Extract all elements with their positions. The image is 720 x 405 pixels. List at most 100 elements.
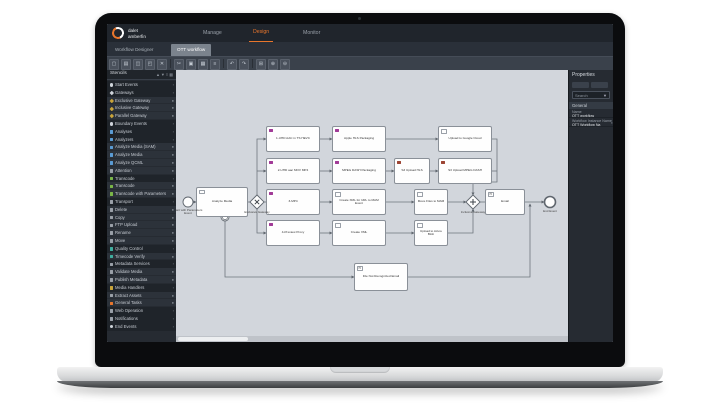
task-label: 4-Preview Proxy — [281, 230, 305, 235]
task-email[interactable]: ✉Email — [485, 189, 525, 215]
end-event-label: End Event — [543, 209, 557, 213]
task-task-icon — [198, 189, 205, 194]
workflow-canvas[interactable]: Analyze Media 1-UHD AAC in TS HEVC Apple H… — [176, 70, 568, 342]
task-file-not-recognized-email[interactable]: ✉File Not Recognized Email — [354, 263, 408, 291]
paste-icon[interactable]: ▦ — [198, 59, 208, 70]
properties-view-chip-2[interactable] — [591, 82, 608, 88]
sidebar-item-analyze-media-sam-[interactable]: Analyze Media (SAM)● — [107, 143, 176, 152]
stencils-filter-icons[interactable]: ▲▼≡▦ — [155, 71, 174, 77]
copy-icon[interactable]: ▣ — [186, 59, 196, 70]
sidebar-item-boundary-events[interactable]: Boundary Events› — [107, 119, 176, 128]
cut-icon[interactable]: ✂ — [174, 59, 184, 70]
task-apple-hls-packaging[interactable]: Apple HLS Packaging — [332, 126, 386, 152]
sidebar-item-end-events[interactable]: End Events› — [107, 322, 176, 331]
category-icon — [109, 200, 114, 204]
nav-manage[interactable]: Manage — [203, 30, 222, 36]
task-s3-upload-mpeg-dash[interactable]: S3 Upload MPEG DASH — [438, 158, 492, 184]
end-event[interactable] — [543, 195, 557, 209]
task-preview-proxy[interactable]: 4-Preview Proxy — [266, 220, 320, 246]
item-badge-icon: ● — [171, 237, 174, 243]
sidebar-item-parallel-gateway[interactable]: Parallel Gateway● — [107, 112, 176, 120]
sidebar-item-quality-control[interactable]: Quality Control› — [107, 244, 176, 253]
sidebar-item-rename[interactable]: Rename● — [107, 229, 176, 237]
sidebar-item-general-tasks[interactable]: General Tasks● — [107, 299, 176, 308]
sidebar-item-media-handlers[interactable]: Media Handlers› — [107, 283, 176, 292]
new-icon[interactable]: ▢ — [109, 59, 119, 70]
task-create-xml-url-mam[interactable]: Create XML for URL to MAM Event — [332, 189, 386, 215]
sidebar-item-ftp-upload[interactable]: FTP Upload● — [107, 221, 176, 230]
task-analyze-media[interactable]: Analyze Media — [196, 187, 248, 217]
task-create-xml[interactable]: Create XML — [332, 220, 386, 246]
nav-design[interactable]: Design — [249, 24, 274, 42]
stencil-icon — [109, 98, 114, 103]
start-event[interactable] — [182, 196, 194, 208]
sequence-flow — [256, 137, 267, 195]
sidebar-item-analyze-media[interactable]: Analyze Media● — [107, 151, 176, 159]
redo-icon[interactable]: ↷ — [239, 59, 249, 70]
sidebar-item-analyzers[interactable]: Analyzers› — [107, 135, 176, 144]
sidebar-item-inclusive-gateway[interactable]: Inclusive Gateway● — [107, 104, 176, 113]
sidebar-item-delete[interactable]: Delete● — [107, 205, 176, 214]
chevron-right-icon: › — [172, 82, 174, 87]
stencil-label: Transcode — [115, 175, 135, 181]
open-icon[interactable]: ▤ — [121, 59, 131, 70]
category-icon — [109, 285, 114, 290]
task-upload-azure-blob[interactable]: Upload to Azure Blob — [414, 220, 448, 246]
stencil-label: Attention — [115, 167, 132, 173]
undo-icon[interactable]: ↶ — [227, 59, 237, 70]
envelope-task-icon: ✉ — [487, 191, 494, 198]
save-icon[interactable]: ◫ — [133, 59, 143, 70]
sidebar-item-validate-media[interactable]: Validate Media● — [107, 268, 176, 276]
canvas-horizontal-scrollbar[interactable] — [176, 336, 568, 342]
sidebar-item-transcode[interactable]: Transcode› — [107, 174, 176, 183]
join-gateway-label: Inclusive Gateway — [460, 210, 486, 214]
task-move-files-to-mam[interactable]: Move Files to MAM — [414, 189, 448, 215]
sidebar-item-start-events[interactable]: Start Events› — [107, 81, 176, 89]
tab-ott-workflow[interactable]: OTT workflow — [171, 44, 212, 56]
sidebar-item-notifications[interactable]: Notifications› — [107, 314, 176, 323]
stencil-icon — [109, 168, 114, 173]
properties-view-chip-1[interactable] — [572, 82, 589, 88]
diagram-nodes: Analyze Media 1-UHD AAC in TS HEVC Apple H… — [176, 70, 568, 342]
chevron-right-icon: › — [172, 198, 174, 204]
task-upload-google-cloud[interactable]: Upload to Google Cloud — [438, 126, 492, 152]
sidebar-item-analyses[interactable]: Analyses› — [107, 127, 176, 136]
zoom-out-icon[interactable]: ⊖ — [280, 59, 290, 70]
sidebar-item-web-operation[interactable]: Web Operation› — [107, 307, 176, 315]
grid-icon[interactable]: ⊞ — [256, 59, 266, 70]
sidebar-item-publish-metadata[interactable]: Publish Metadata● — [107, 275, 176, 284]
sidebar-item-extract-assets[interactable]: Extract Assets● — [107, 291, 176, 300]
sidebar-item-analyze-qcml[interactable]: Analyze QCML● — [107, 158, 176, 167]
task-s3-upload-hls[interactable]: S3 Upload HLS — [394, 158, 430, 184]
script-task-icon — [334, 191, 341, 198]
task-uhd-aac-ts-hevc[interactable]: 1-UHD AAC in TS HEVC — [266, 126, 320, 152]
sidebar-item-attention[interactable]: Attention● — [107, 166, 176, 175]
properties-search-input[interactable]: Search ▼ — [572, 91, 610, 99]
stencils-header: Stencils ▲▼≡▦ — [107, 70, 176, 80]
canvas-scroll-thumb[interactable] — [178, 337, 248, 341]
sidebar-item-transport[interactable]: Transport› — [107, 197, 176, 206]
sidebar-item-copy[interactable]: Copy● — [107, 213, 176, 222]
sidebar-item-exclusive-gateway[interactable]: Exclusive Gateway● — [107, 96, 176, 105]
zoom-in-icon[interactable]: ⊕ — [268, 59, 278, 70]
align-icon[interactable]: ≡ — [210, 59, 220, 70]
sidebar-item-transcode[interactable]: Transcode● — [107, 182, 176, 191]
stencil-icon — [109, 270, 114, 274]
property-value: OTT Workflow Na — [572, 123, 601, 127]
task-mp4[interactable]: 3-MP4 — [266, 189, 320, 215]
sidebar-item-move[interactable]: Move● — [107, 236, 176, 245]
task-mpeg-dash-packaging[interactable]: MPEG DASH Packaging — [332, 158, 386, 184]
sidebar-item-timecode-verify[interactable]: Timecode Verify● — [107, 252, 176, 261]
task-uhd-aac-mov-mp4[interactable]: 2-UHD aac MOV MP4 — [266, 158, 320, 184]
designer-toolbar: ▢▤◫◰✕ ✂▣▦≡ ↶↷ ⊞⊕⊖ — [107, 56, 613, 70]
delete-icon[interactable]: ✕ — [157, 59, 167, 70]
tab-workflow-designer[interactable]: Workflow Designer — [115, 47, 154, 52]
nav-monitor[interactable]: Monitor — [303, 30, 321, 36]
sidebar-item-metadata-services[interactable]: Metadata Services› — [107, 260, 176, 269]
stencil-label: Validate Media — [115, 269, 143, 275]
sidebar-item-gateways[interactable]: Gateways› — [107, 88, 176, 97]
sidebar-item-transcode-with-parameters[interactable]: Transcode with Parameters● — [107, 190, 176, 198]
save-all-icon[interactable]: ◰ — [145, 59, 155, 70]
